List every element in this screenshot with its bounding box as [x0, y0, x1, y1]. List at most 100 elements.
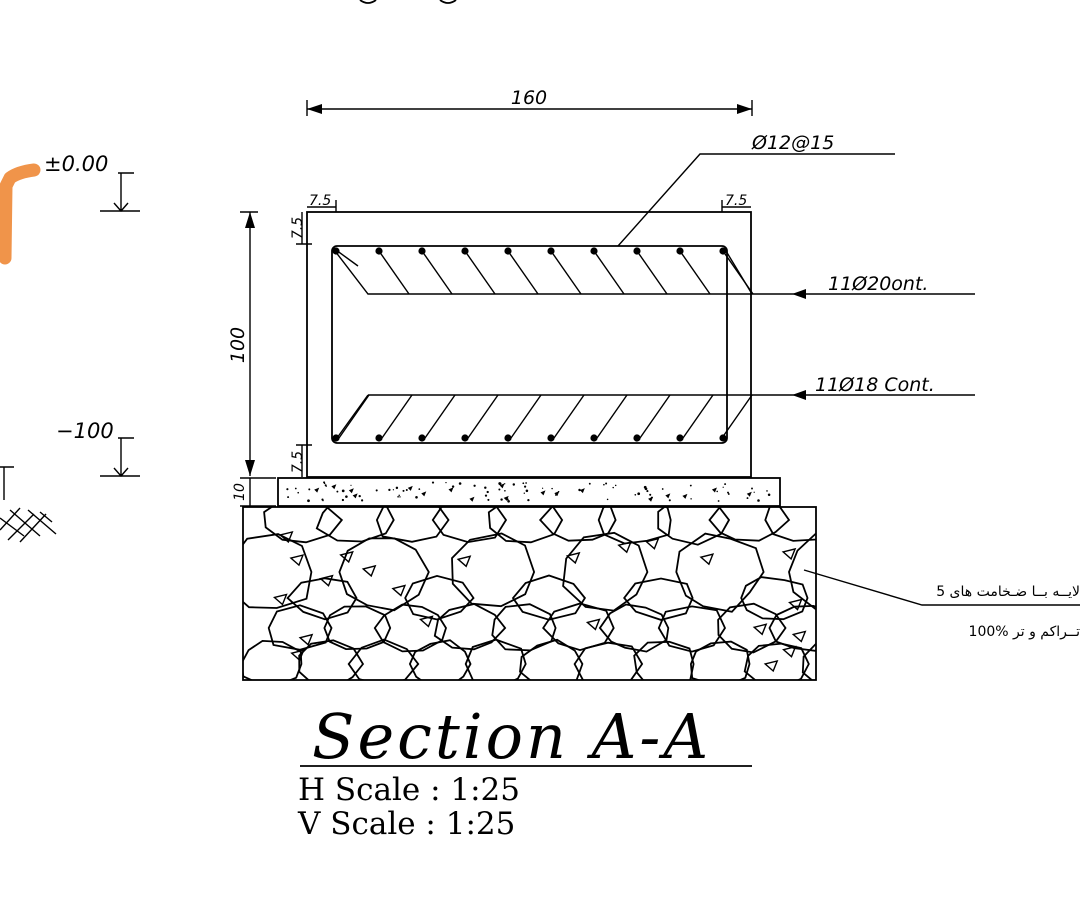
- aggregate-speck: [634, 493, 637, 496]
- aggregate-speck: [399, 496, 401, 498]
- aggregate-speck: [361, 499, 364, 502]
- aggregate-speck: [525, 482, 527, 484]
- dimension-lean-label: 10: [232, 483, 248, 501]
- stone-chip: [788, 598, 803, 611]
- aggregate-speck: [522, 482, 525, 485]
- stone-chip: [782, 645, 797, 658]
- aggregate-speck: [588, 482, 591, 485]
- bottom-rebar: [676, 434, 684, 442]
- stone: [708, 507, 791, 542]
- stone: [373, 603, 447, 653]
- hatch-line: [338, 394, 370, 439]
- bottom-rebar: [375, 434, 383, 442]
- stone: [764, 507, 816, 542]
- stone-chip: [456, 555, 472, 568]
- top-rebar-group: [332, 247, 727, 255]
- aggregate-speck: [524, 485, 527, 488]
- v-scale-label: V Scale : 1:25: [297, 806, 515, 842]
- aggregate-speck: [507, 499, 510, 503]
- stone: [375, 507, 450, 543]
- bottom-rebar: [547, 434, 555, 442]
- aggregate-speck: [578, 488, 581, 492]
- stone: [347, 638, 420, 680]
- stone: [768, 604, 816, 652]
- aggregate-speck: [751, 487, 753, 490]
- stone: [657, 605, 727, 653]
- bottom-rebar: [590, 434, 598, 442]
- aggregate-speck: [614, 484, 617, 487]
- stone-chip: [298, 633, 314, 646]
- aggregate-speck: [753, 491, 755, 493]
- aggregate-speck: [395, 486, 399, 490]
- stone-chip: [781, 547, 797, 561]
- aggregate-speck: [336, 490, 339, 493]
- h-scale-label: H Scale : 1:25: [298, 772, 520, 808]
- aggregate-speck: [605, 482, 608, 485]
- aggregate-chip: [348, 488, 354, 494]
- cover-left-label: 7.5: [309, 193, 331, 209]
- leader-stirrup: Ø12@15: [617, 132, 895, 247]
- section-title: Section A-A: [312, 700, 711, 773]
- note-line-1: 5 لایــه بــا ضـخامت های: [936, 584, 1080, 600]
- stone: [298, 639, 365, 680]
- aggregate-speck: [451, 485, 455, 488]
- aggregate-speck: [727, 491, 729, 494]
- stone-chip: [752, 623, 768, 636]
- stone-chip: [565, 551, 581, 565]
- bottom-rebar: [633, 434, 641, 442]
- aggregate-speck: [523, 492, 525, 494]
- hatch-line: [378, 250, 410, 295]
- level-ground-label: ±0.00: [44, 152, 108, 176]
- stone: [689, 640, 751, 680]
- hatch-line: [593, 250, 625, 295]
- top-rebar: [676, 247, 684, 255]
- hatch-line: [510, 394, 542, 439]
- stone: [433, 603, 507, 651]
- hatch-line: [682, 394, 714, 439]
- aggregate-chip: [503, 495, 509, 501]
- top-rebar: [633, 247, 641, 255]
- aggregate-speck: [487, 498, 490, 501]
- aggregate-chip: [421, 491, 427, 497]
- bottom-rebar-group: [332, 434, 727, 442]
- stirrup: [331, 245, 728, 444]
- aggregate-speck: [484, 486, 487, 489]
- dimension-lean: 10: [232, 477, 276, 507]
- aggregate-speck: [551, 487, 553, 490]
- aggregate-speck: [689, 484, 692, 487]
- top-rebar: [547, 247, 555, 255]
- aggregate-chip: [665, 493, 671, 499]
- aggregate-speck: [297, 491, 300, 494]
- top-rebar: [590, 247, 598, 255]
- aggregate-speck: [325, 485, 327, 487]
- aggregate-chip: [469, 496, 475, 502]
- hatch-line: [596, 394, 628, 439]
- lean-concrete: [277, 477, 781, 507]
- leader-bottom-bars: 11Ø18 Cont.: [752, 374, 975, 400]
- aggregate-chip: [407, 485, 413, 491]
- aggregate-speck: [606, 498, 609, 501]
- aggregate-chip: [746, 491, 752, 497]
- leader-top-bars: 11Ø20ont.: [752, 273, 975, 299]
- stone-chip: [763, 659, 779, 673]
- aggregate-speck: [668, 499, 671, 502]
- aggregate-speck: [392, 489, 395, 491]
- bottom-bar-hatch: [336, 394, 753, 439]
- aggregate-chip: [682, 493, 688, 499]
- stone: [404, 574, 475, 621]
- top-bars-label: 11Ø20ont.: [828, 273, 928, 295]
- aggregate-chip: [331, 484, 337, 490]
- aggregate-speck: [525, 489, 529, 493]
- stone: [323, 605, 392, 651]
- stone: [408, 639, 472, 680]
- bottom-rebar: [504, 434, 512, 442]
- bottom-rebar: [719, 434, 727, 442]
- stone: [597, 507, 672, 545]
- bottom-rebar: [461, 434, 469, 442]
- stone: [243, 533, 313, 609]
- hatch-line: [722, 250, 754, 295]
- aggregate-speck: [388, 488, 391, 492]
- stone: [573, 641, 644, 680]
- stone-chip: [339, 550, 354, 564]
- stone: [487, 507, 564, 544]
